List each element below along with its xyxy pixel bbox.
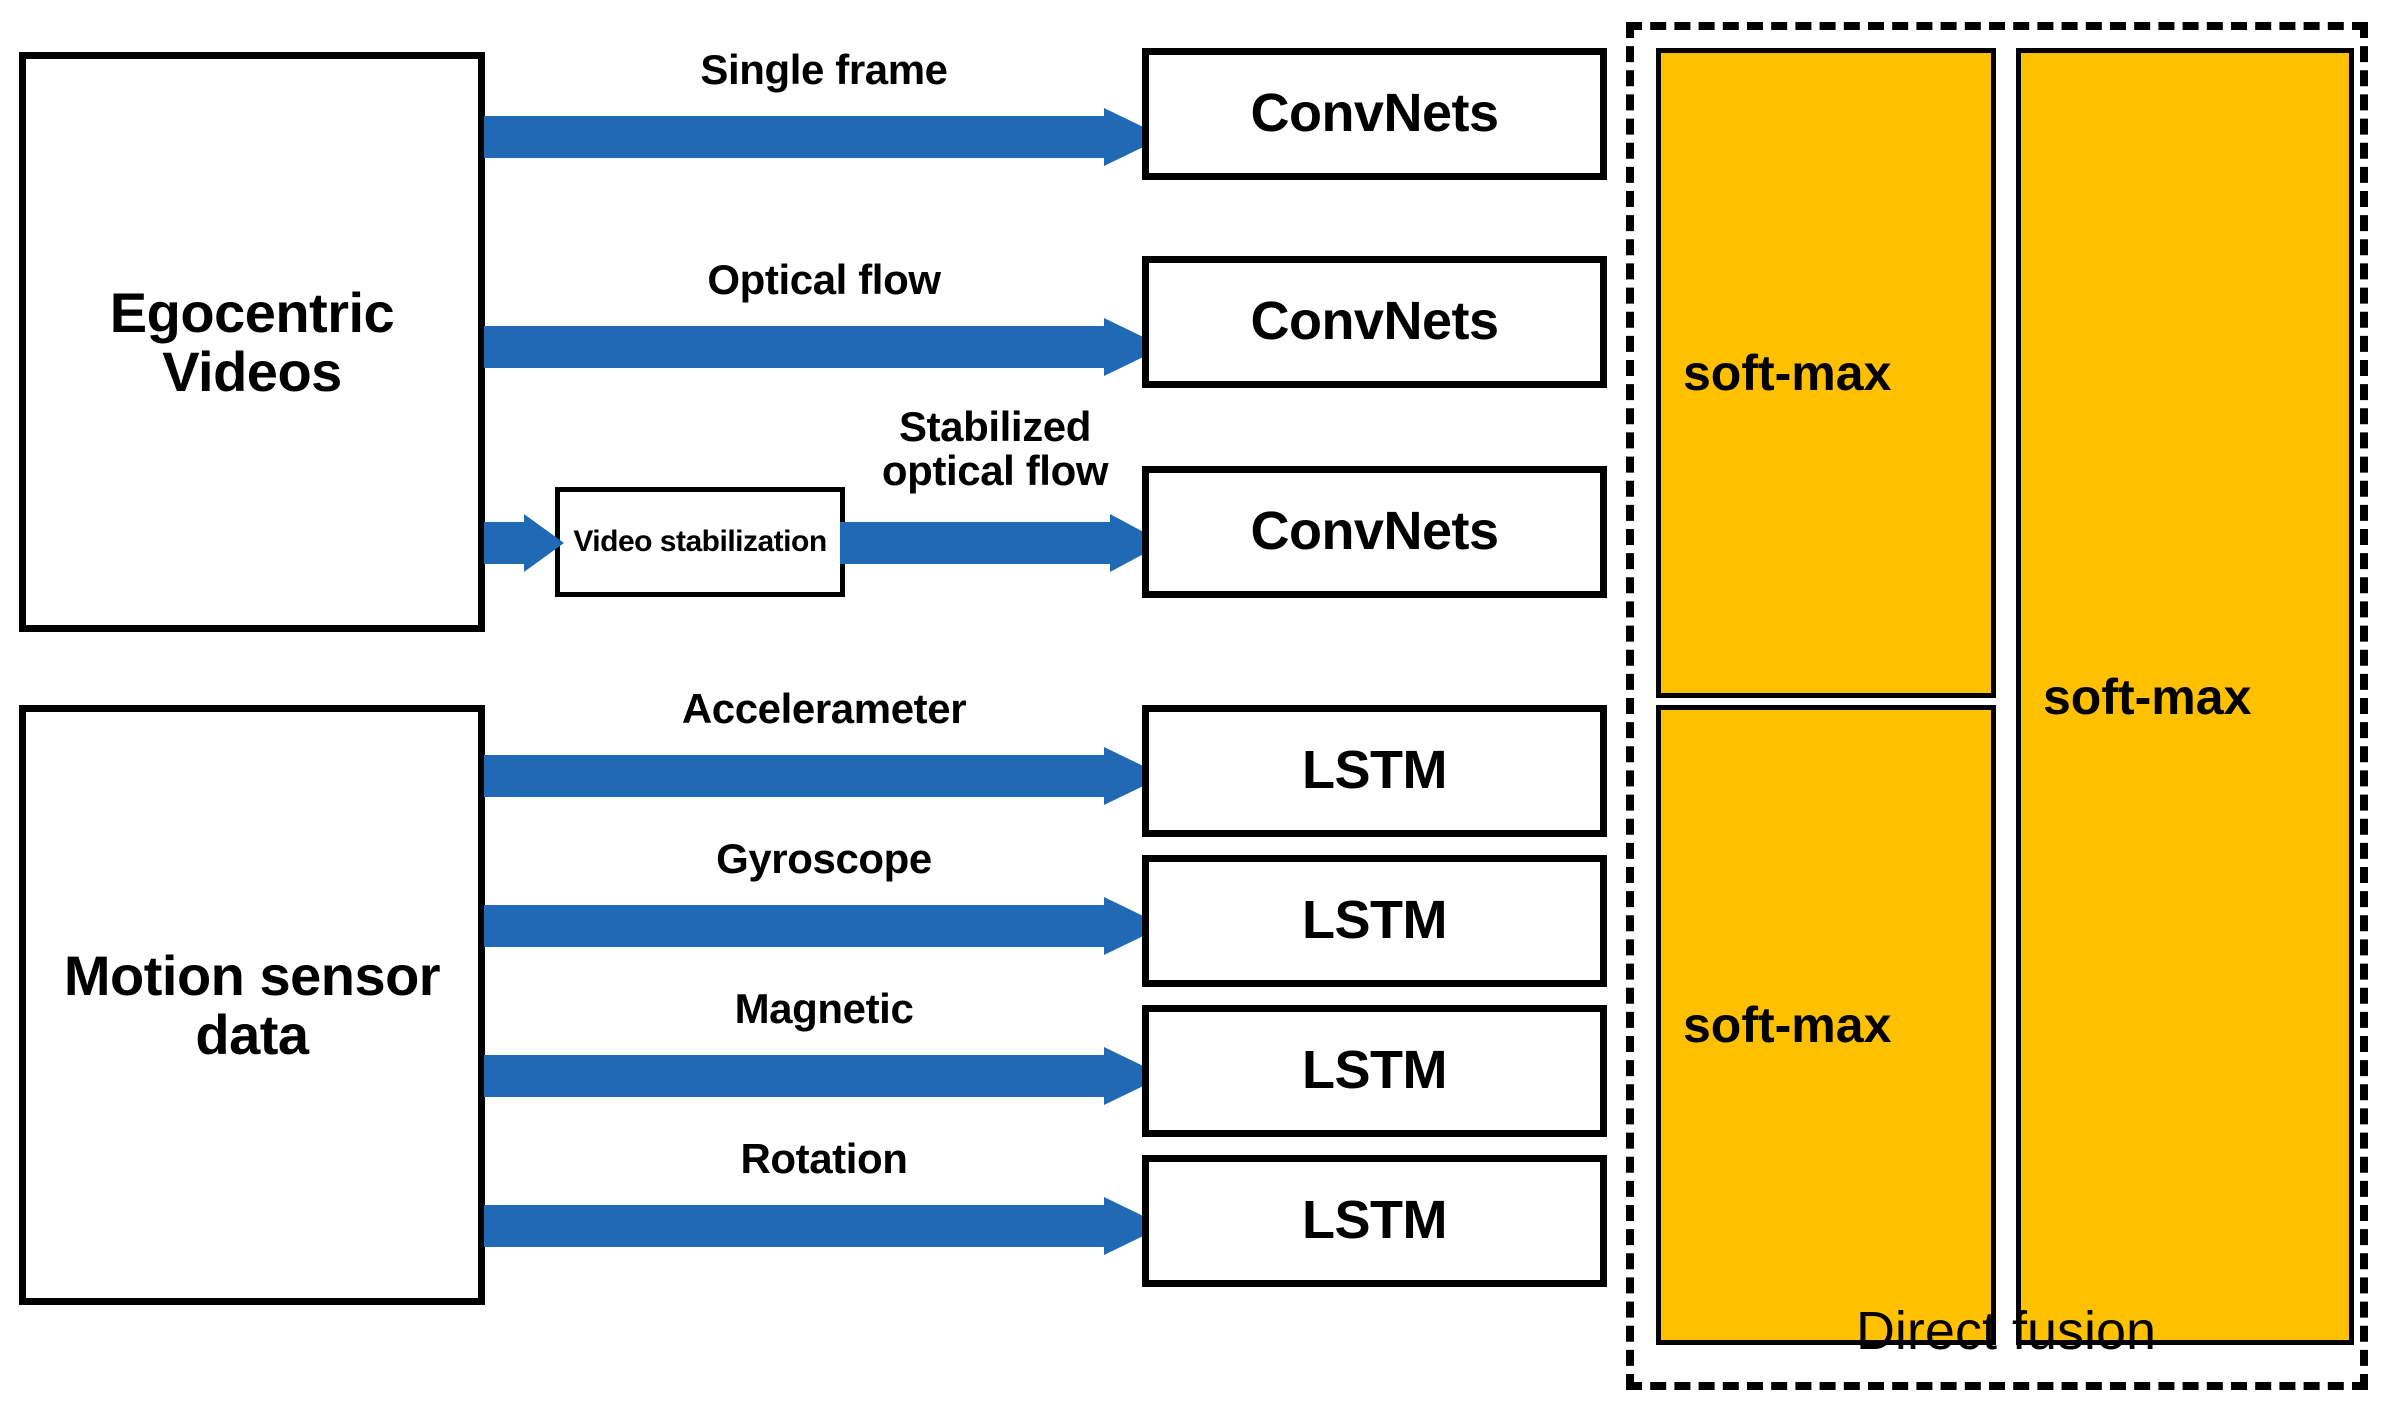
arrow-to-video-stabilization [484,514,564,572]
video-stabilization-box: Video stabilization [555,487,845,597]
arrow-accelerameter [484,747,1164,805]
source-box-egocentric-videos: Egocentric Videos [19,52,485,632]
model-label-lstm: LSTM [1302,1040,1447,1101]
direct-fusion-panel [1626,22,2368,1390]
model-box-convnets-optical-flow: ConvNets [1142,256,1607,388]
model-box-lstm-rotation: LSTM [1142,1155,1607,1287]
softmax-label-video-stream: soft-max [1683,345,1892,401]
model-label-lstm: LSTM [1302,890,1447,951]
model-box-lstm-gyroscope: LSTM [1142,855,1607,987]
caption-rotation: Rotation [740,1135,908,1182]
model-label-lstm: LSTM [1302,1190,1447,1251]
model-box-lstm-accelerameter: LSTM [1142,705,1607,837]
arrow-stabilized-optical-flow [840,514,1164,572]
video-stabilization-label: Video stabilization [573,525,827,559]
model-box-convnets-stabilized-optical-flow: ConvNets [1142,466,1607,598]
model-label-convnets: ConvNets [1250,83,1499,144]
source-label-motion-sensor-data: Motion sensor data [63,943,441,1066]
direct-fusion-caption: Direct fusion [1855,1301,2157,1361]
caption-gyroscope: Gyroscope [716,835,932,882]
model-label-convnets: ConvNets [1250,501,1499,562]
model-box-lstm-magnetic: LSTM [1142,1005,1607,1137]
model-box-convnets-single-frame: ConvNets [1142,48,1607,180]
arrow-single-frame [484,108,1164,166]
caption-single-frame: Single frame [700,46,948,93]
softmax-box-final-fusion: soft-max [2016,48,2354,1345]
caption-accelerameter: Accelerameter [681,685,967,732]
source-box-motion-sensor-data: Motion sensor data [19,705,485,1305]
model-label-convnets: ConvNets [1250,291,1499,352]
arrow-magnetic [484,1047,1164,1105]
caption-stabilized-optical-flow: Stabilized optical flow [881,403,1109,495]
caption-optical-flow: Optical flow [707,256,941,303]
softmax-box-video-stream: soft-max [1656,48,1996,698]
arrow-optical-flow [484,318,1164,376]
arrow-rotation [484,1197,1164,1255]
source-label-egocentric-videos: Egocentric Videos [109,280,395,403]
softmax-label-motion-stream: soft-max [1683,997,1892,1053]
model-label-lstm: LSTM [1302,740,1447,801]
caption-magnetic: Magnetic [734,985,914,1032]
arrow-gyroscope [484,897,1164,955]
softmax-box-motion-stream: soft-max [1656,705,1996,1345]
softmax-label-final-fusion: soft-max [2043,668,2252,725]
